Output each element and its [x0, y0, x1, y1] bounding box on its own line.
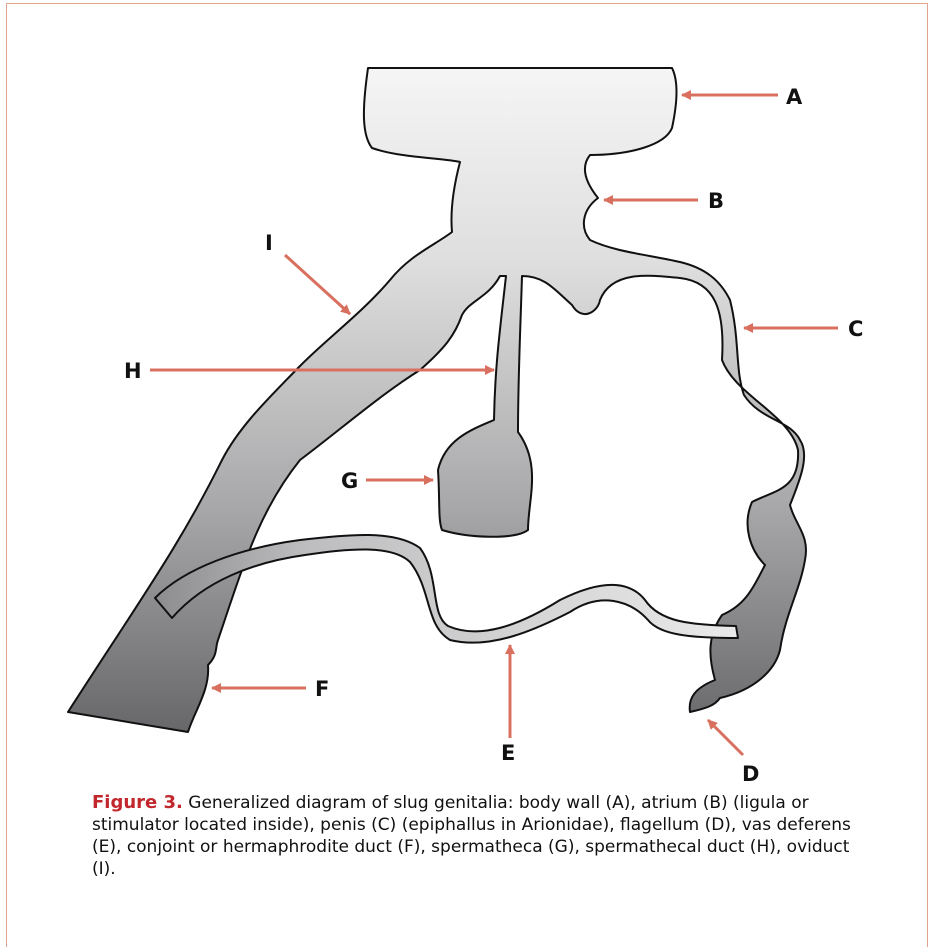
label-a: A	[786, 85, 803, 109]
label-d: D	[742, 762, 759, 786]
label-b: B	[708, 189, 724, 213]
label-f: F	[315, 677, 329, 701]
vas-deferens-duct	[155, 535, 738, 643]
label-h: H	[124, 359, 142, 383]
arrow-i	[285, 255, 350, 314]
label-c: C	[848, 317, 863, 341]
arrow-d	[708, 720, 743, 755]
label-e: E	[501, 741, 515, 765]
label-g: G	[341, 469, 358, 493]
figure-caption: Figure 3. Generalized diagram of slug ge…	[92, 792, 872, 880]
label-i: I	[265, 231, 273, 255]
figure-label: Figure 3.	[92, 792, 183, 813]
slug-genitalia-diagram: A B C D E F G H I	[0, 0, 934, 790]
caption-text: Generalized diagram of slug genitalia: b…	[92, 793, 851, 879]
